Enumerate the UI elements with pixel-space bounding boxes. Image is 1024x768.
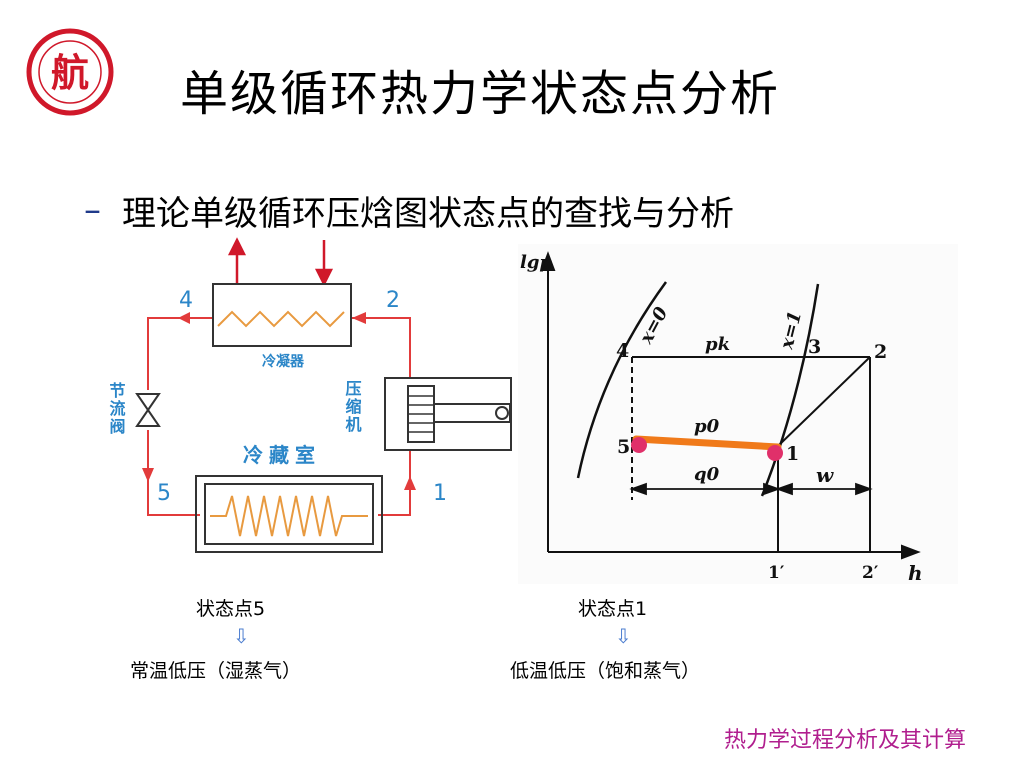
ph-point-2: 2 [874, 341, 887, 363]
cold-room-label: 冷藏室 [243, 443, 321, 467]
pressure-enthalpy-diagram: lgp h x=0 x=1 pk p0 q0 w 4 3 2 5 1 1′ 2′ [518, 244, 958, 585]
flow-arrow-2 [352, 312, 366, 324]
q0-arrow-left [629, 482, 647, 496]
pipe-evaporator-to-compressor [378, 450, 411, 516]
pipe-condenser-to-valve [147, 317, 213, 390]
cold-room-outer [195, 475, 383, 553]
circuit-state-2: 2 [386, 288, 400, 313]
pipe-compressor-to-condenser [352, 317, 411, 378]
tick-label-1prime: 1′ [768, 563, 785, 583]
saturated-liquid-curve [576, 281, 668, 479]
state1-caption-desc: 低温低压（饱和蒸气） [510, 660, 701, 682]
ph-point-5: 5 [617, 436, 630, 458]
w-arrow-left [775, 482, 793, 496]
flow-arrow-4 [178, 312, 190, 324]
throttle-valve-icon [135, 393, 161, 427]
refrigeration-circuit: 冷凝器 冷藏室 压缩机 节流阀 4 2 5 1 [107, 237, 512, 553]
p0-highlight-line [632, 435, 782, 451]
cold-room-inner [204, 483, 374, 545]
ph-point-3: 3 [808, 336, 821, 358]
circuit-state-1: 1 [433, 481, 447, 506]
compression-line [777, 356, 871, 447]
w-label: w [816, 463, 834, 487]
saturated-vapor-curve [760, 283, 820, 497]
heat-in-arrow [314, 268, 334, 287]
y-axis-label: lgp [520, 252, 552, 273]
state-5-dot [631, 437, 647, 453]
pk-label: pk [705, 334, 730, 355]
bullet-dash: – [84, 190, 101, 230]
condenser-coil [217, 310, 345, 328]
state5-down-arrow-icon: ⇩ [233, 624, 250, 648]
state5-caption-title: 状态点5 [196, 598, 266, 620]
q0-arrow-right [763, 482, 781, 496]
p0-label: p0 [694, 416, 720, 437]
heat-out-arrow [227, 237, 247, 256]
evaporator-coil [210, 495, 368, 537]
tick-label-2prime: 2′ [862, 563, 879, 583]
state1-caption-title: 状态点1 [578, 598, 648, 620]
ph-point-4: 4 [616, 340, 629, 362]
university-logo: 航 [26, 28, 114, 116]
state1-down-arrow-icon: ⇩ [615, 624, 632, 648]
state5-caption-desc: 常温低压（湿蒸气） [130, 660, 302, 682]
ph-point-1: 1 [786, 443, 799, 465]
q0-label: q0 [694, 464, 720, 485]
compressor-label: 压缩机 [343, 380, 362, 434]
w-arrow-right [855, 482, 873, 496]
slide-title: 单级循环热力学状态点分析 [180, 66, 781, 122]
circuit-state-5: 5 [157, 481, 171, 506]
x-axis-label: h [908, 561, 923, 585]
circuit-state-4: 4 [179, 288, 193, 313]
compressor-rod [433, 403, 511, 423]
flow-arrow-5 [142, 468, 154, 482]
logo-glyph: 航 [51, 50, 89, 95]
flow-arrow-1 [404, 476, 416, 490]
state-1-dot [767, 445, 783, 461]
slide-subtitle: 理论单级循环压焓图状态点的查找与分析 [122, 194, 734, 234]
footer-course-title: 热力学过程分析及其计算 [723, 728, 966, 753]
valve-label: 节流阀 [107, 381, 126, 436]
pipe-valve-to-evaporator [147, 430, 200, 516]
condenser-label: 冷凝器 [262, 353, 305, 370]
